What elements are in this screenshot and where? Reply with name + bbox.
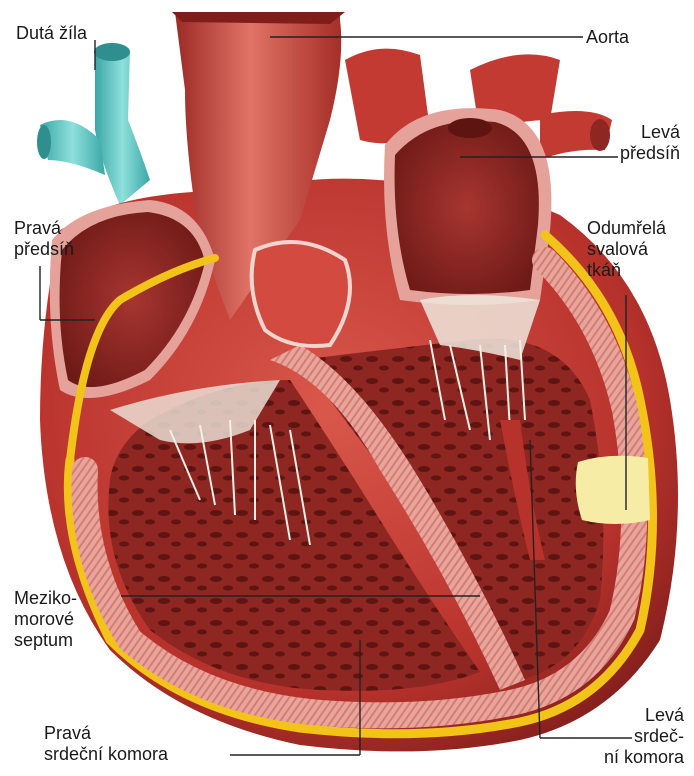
label-left-atrium-line-1: Levá: [600, 122, 680, 143]
label-left-atrium: Levá předsíň: [600, 122, 680, 164]
label-vena-cava: Dutá žíla: [16, 23, 87, 44]
left-atrium-chamber: [384, 108, 551, 305]
label-aorta: Aorta: [586, 27, 629, 48]
vena-cava: [37, 43, 150, 205]
label-septum-line-2: morové: [14, 609, 77, 630]
label-left-ventricle-line-3: ní komora: [590, 747, 684, 768]
label-right-ventricle-line-1: Pravá: [44, 723, 168, 744]
label-septum: Meziko- morové septum: [14, 588, 77, 651]
label-septum-line-3: septum: [14, 630, 77, 651]
label-right-atrium-line-1: Pravá: [14, 218, 74, 239]
label-right-atrium: Pravá předsíň: [14, 218, 74, 260]
label-right-ventricle-line-2: srdeční komora: [44, 744, 168, 765]
label-right-atrium-line-2: předsíň: [14, 239, 74, 260]
label-dead-tissue-line-3: tkáň: [587, 260, 666, 281]
label-left-atrium-line-2: předsíň: [600, 143, 680, 164]
label-vena-cava-line-1: Dutá žíla: [16, 23, 87, 44]
label-left-ventricle: Levá srdeč- ní komora: [590, 705, 684, 768]
dead-muscle-patch: [576, 456, 650, 524]
label-dead-tissue: Odumřelá svalová tkáň: [587, 218, 666, 281]
label-right-ventricle: Pravá srdeční komora: [44, 723, 168, 765]
label-aorta-line-1: Aorta: [586, 27, 629, 48]
label-septum-line-1: Meziko-: [14, 588, 77, 609]
label-left-ventricle-line-2: srdeč-: [590, 726, 684, 747]
label-dead-tissue-line-2: svalová: [587, 239, 666, 260]
label-left-ventricle-line-1: Levá: [590, 705, 684, 726]
label-dead-tissue-line-1: Odumřelá: [587, 218, 666, 239]
